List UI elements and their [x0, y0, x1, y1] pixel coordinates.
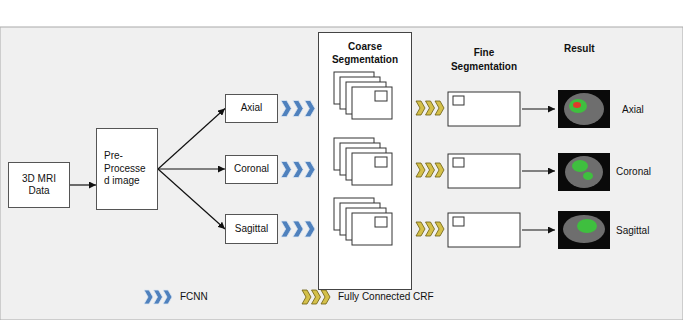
slice-mark [453, 158, 464, 167]
result-arrow [522, 170, 555, 171]
fine-frame [448, 92, 520, 126]
legend-swatch [144, 290, 172, 304]
image-stack [334, 198, 392, 245]
legend-text: FCNN [180, 290, 208, 304]
tumor-region [572, 160, 588, 172]
fcnn-chevron [305, 101, 315, 117]
view-label: Axial [622, 103, 644, 117]
brain-slice [565, 156, 603, 188]
crf-chevron [416, 163, 444, 177]
mri-thumbnail [558, 153, 610, 191]
fcnn-chevron [293, 101, 303, 117]
box-text: Sagittal [235, 223, 268, 236]
brain-slice [563, 215, 605, 243]
slice-frame [352, 87, 392, 119]
arrow-line [158, 169, 225, 229]
tumor-region [569, 99, 587, 113]
box-text: Pre- Processe d image [104, 150, 150, 188]
fcnn-chevron [293, 221, 303, 237]
slice-mark [375, 217, 387, 227]
fine-frame [448, 92, 520, 247]
legend-text: Fully Connected CRF [338, 290, 434, 304]
legend-swatch [302, 290, 330, 304]
result-arrow [522, 108, 555, 109]
input-box: 3D MRI Data [8, 162, 70, 208]
view-box: Axial [225, 94, 278, 123]
arrow-connector [70, 185, 96, 186]
arrow-line [158, 168, 225, 169]
fine-frame [448, 213, 520, 247]
arrow-line [70, 184, 96, 185]
fcnn-chevron [293, 162, 303, 178]
arrow-connector [158, 169, 225, 229]
mri-thumbnail [558, 90, 610, 128]
panel-ground [0, 27, 683, 320]
slice-mark [375, 91, 387, 101]
box-text: 3D MRI Data [13, 173, 65, 198]
slice-mark [375, 157, 387, 167]
result-arrow [522, 109, 555, 230]
fcnn-chevron [281, 101, 315, 117]
slice-frame [352, 153, 392, 185]
crf-chevron [416, 101, 444, 115]
view-box: Coronal [225, 155, 278, 184]
arrow-line [158, 109, 225, 170]
tumor-core [573, 102, 581, 108]
fcnn-chevron [305, 221, 315, 237]
legend-entry: FCNN [180, 290, 208, 304]
coarse-ground [318, 32, 412, 290]
column-heading: Result [564, 42, 595, 56]
mri-thumbnail [558, 211, 610, 249]
box-text: Coronal [234, 163, 269, 176]
slice-mark [453, 217, 464, 226]
tumor-region [583, 172, 593, 180]
view-box: Sagittal [225, 214, 278, 244]
process-box: Pre- Processe d image [96, 128, 158, 210]
column-heading: Fine Segmentation [444, 46, 524, 73]
slice-frame [352, 213, 392, 245]
fcnn-chevron [305, 162, 315, 178]
mri-ground [558, 153, 610, 191]
view-label: Sagittal [616, 224, 649, 238]
fcnn-chevron [281, 221, 315, 237]
legend-entry: Fully Connected CRF [338, 290, 434, 304]
image-stack [334, 72, 392, 119]
arrow-connector [158, 109, 225, 170]
image-stack [334, 138, 392, 185]
mri-ground [558, 90, 610, 128]
mri-ground [558, 211, 610, 249]
slice-mark [453, 96, 464, 105]
fcnn-chevron [281, 221, 291, 237]
arrow-connector [158, 169, 225, 170]
fcnn-chevron [281, 162, 291, 178]
stage-heading: Coarse Segmentation [323, 41, 407, 66]
fcnn-chevron [281, 162, 315, 178]
box-text: Axial [241, 102, 263, 115]
brain-slice [564, 93, 604, 125]
result-arrow [522, 229, 555, 230]
view-label: Coronal [616, 165, 651, 179]
crf-chevron [416, 222, 444, 236]
fcnn-chevron [281, 101, 291, 117]
stage-box: Coarse Segmentation [318, 32, 412, 290]
fine-frame [448, 154, 520, 188]
tumor-region [577, 219, 597, 233]
